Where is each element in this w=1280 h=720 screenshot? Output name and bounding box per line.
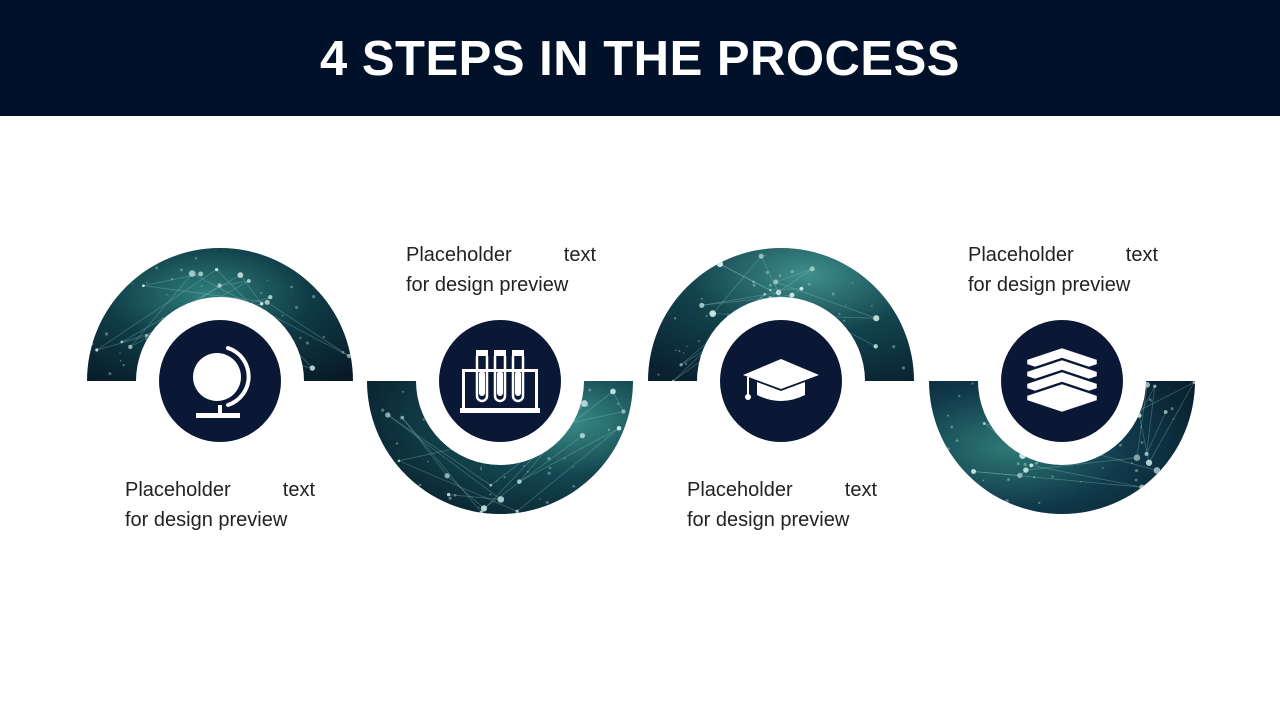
step-4-caption-line2: for design preview (968, 274, 1131, 296)
globe-icon (193, 346, 251, 418)
step-4-caption: Placeholder text for design preview (968, 240, 1158, 300)
step-2-caption: Placeholder text for design preview (406, 240, 596, 300)
step-2-caption-line2: for design preview (406, 274, 569, 296)
graduation-cap-icon (743, 359, 819, 401)
step-3-caption-line1: Placeholder text (687, 479, 877, 501)
step-4-caption-line1: Placeholder text (968, 244, 1158, 266)
step-1-caption-line2: for design preview (125, 509, 288, 531)
page-title: 4 STEPS IN THE PROCESS (320, 32, 960, 86)
step-1-caption: Placeholder text for design preview (125, 475, 315, 535)
step-1-caption-line1: Placeholder text (125, 479, 315, 501)
step-4-arc (929, 381, 1195, 514)
step-3-caption: Placeholder text for design preview (687, 475, 877, 535)
test-tubes-icon (460, 350, 540, 413)
books-icon (1024, 345, 1100, 415)
step-2-caption-line1: Placeholder text (406, 244, 596, 266)
title-banner: 4 STEPS IN THE PROCESS (0, 0, 1280, 116)
step-3-caption-line2: for design preview (687, 509, 850, 531)
step-2-arc (367, 381, 633, 514)
